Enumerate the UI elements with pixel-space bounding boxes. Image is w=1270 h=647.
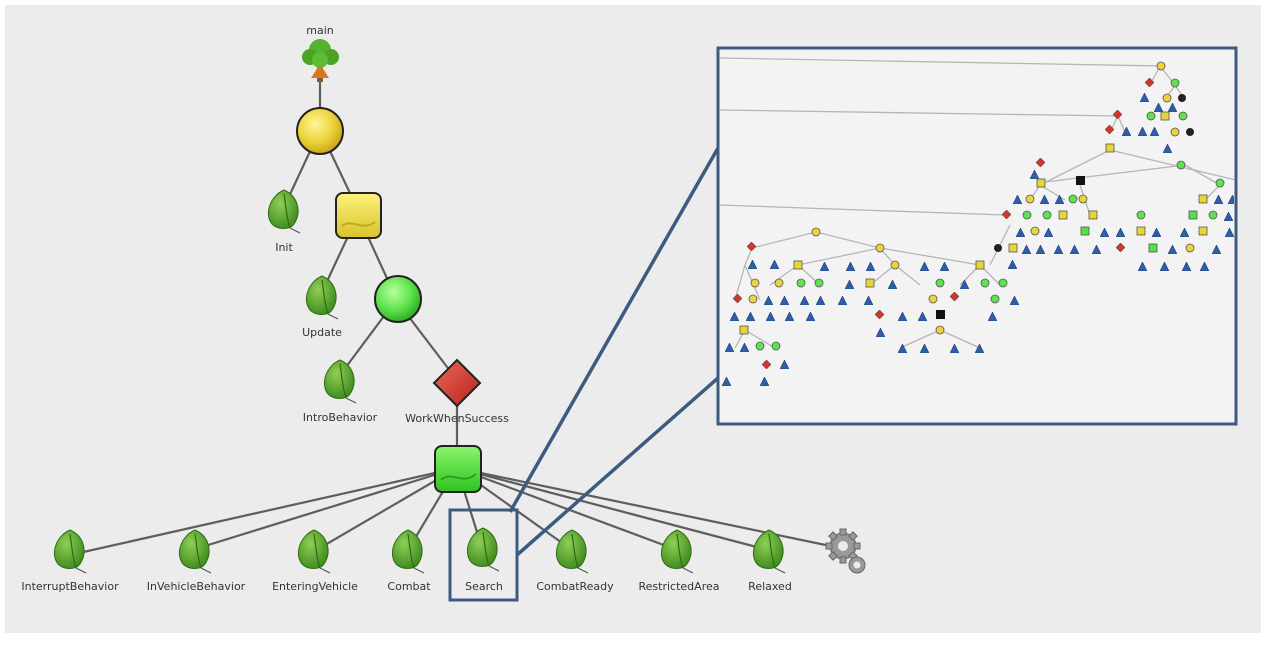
decorator-label: WorkWhenSuccess	[405, 412, 509, 425]
leaf-interruptbehavior[interactable]	[53, 529, 87, 574]
sequence-node-yellow[interactable]	[335, 192, 382, 239]
leaf-enteringvehicle[interactable]	[297, 529, 331, 574]
decorator-node[interactable]	[432, 358, 482, 408]
gear-icon[interactable]	[825, 528, 866, 574]
leaf-label-init: Init	[275, 241, 293, 254]
leaf-search[interactable]	[466, 527, 500, 572]
zoom-panel	[716, 46, 1238, 426]
leaf-label-invehiclebehavior: InVehicleBehavior	[147, 580, 246, 593]
leaf-label-combatready: CombatReady	[536, 580, 614, 593]
leaf-label-relaxed: Relaxed	[748, 580, 792, 593]
zoomed-subtree	[720, 57, 1234, 386]
leaf-init[interactable]	[267, 189, 301, 234]
leaf-label-combat: Combat	[387, 580, 431, 593]
leaf-label-introbehavior: IntroBehavior	[303, 411, 378, 424]
leaf-label-restrictedarea: RestrictedArea	[639, 580, 720, 593]
selector-node-green[interactable]	[374, 275, 422, 323]
selector-node-root[interactable]	[296, 107, 344, 155]
leaf-invehiclebehavior[interactable]	[178, 529, 212, 574]
search-highlight-box	[448, 508, 519, 602]
leaf-introbehavior[interactable]	[323, 359, 357, 404]
leaf-label-search: Search	[465, 580, 503, 593]
leaf-combat[interactable]	[391, 529, 425, 574]
leaf-combatready[interactable]	[555, 529, 589, 574]
leaf-label-enteringvehicle: EnteringVehicle	[272, 580, 358, 593]
parallel-node-green[interactable]	[434, 445, 482, 493]
leaf-label-interruptbehavior: InterruptBehavior	[21, 580, 119, 593]
root-tree-icon	[302, 39, 339, 82]
zoom-connector-lines	[508, 147, 720, 557]
leaf-restrictedarea[interactable]	[660, 529, 694, 574]
leaf-update[interactable]	[305, 275, 339, 320]
leaf-label-update: Update	[302, 326, 342, 339]
root-label: main	[306, 24, 334, 37]
